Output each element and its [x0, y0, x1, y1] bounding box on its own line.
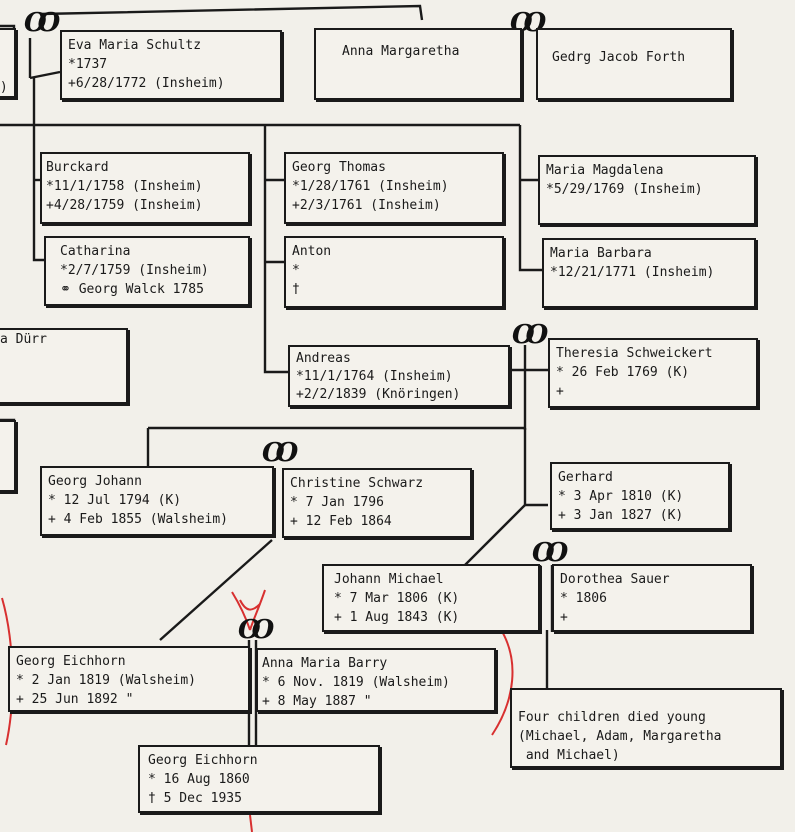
person-box-georg-thomas: Georg Thomas *1/28/1761 (Insheim) +2/3/1…	[284, 152, 504, 224]
person-box-durr: a Dürr	[0, 328, 128, 404]
person-box-maria-barbara: Maria Barbara *12/21/1771 (Insheim)	[542, 238, 756, 308]
person-box-andreas: Andreas *11/1/1764 (Insheim) +2/2/1839 (…	[288, 345, 510, 407]
person-box-anna-margaretha: Anna Margaretha	[314, 28, 522, 100]
marriage-symbol: OO	[238, 615, 274, 645]
person-box-catharina: Catharina *2/7/1759 (Insheim) ⚭ Georg Wa…	[44, 236, 250, 306]
person-box-maria-magdalena: Maria Magdalena *5/29/1769 (Insheim)	[538, 155, 756, 225]
note-box-four-children: Four children died young (Michael, Adam,…	[510, 688, 782, 768]
person-box-eva-maria-schultz: Eva Maria Schultz *1737 +6/28/1772 (Insh…	[60, 30, 282, 100]
person-box-gerhard: Gerhard * 3 Apr 1810 (K) + 3 Jan 1827 (K…	[550, 462, 730, 530]
person-box-anton: Anton * †	[284, 236, 504, 308]
person-box-burckard: Burckard *11/1/1758 (Insheim) +4/28/1759…	[40, 152, 250, 224]
person-box-johann-michael: Johann Michael * 7 Mar 1806 (K) + 1 Aug …	[322, 564, 540, 632]
person-box-left-edge	[0, 420, 16, 492]
person-box-georg-eichhorn-1819: Georg Eichhorn * 2 Jan 1819 (Walsheim) +…	[8, 646, 250, 712]
person-box-georg-johann: Georg Johann * 12 Jul 1794 (K) + 4 Feb 1…	[40, 466, 274, 536]
person-box-partial-left: m)	[0, 28, 16, 98]
person-box-christine-schwarz: Christine Schwarz * 7 Jan 1796 + 12 Feb …	[282, 468, 472, 538]
marriage-symbol: OO	[24, 8, 60, 38]
person-box-dorothea-sauer: Dorothea Sauer * 1806 +	[552, 564, 752, 632]
marriage-symbol: OO	[512, 320, 548, 350]
marriage-symbol: OO	[532, 538, 568, 568]
marriage-symbol: OO	[262, 438, 298, 468]
person-box-theresia-schweickert: Theresia Schweickert * 26 Feb 1769 (K) +	[548, 338, 758, 408]
person-box-georg-eichhorn-1860: Georg Eichhorn * 16 Aug 1860 † 5 Dec 193…	[138, 745, 380, 813]
person-box-anna-maria-barry: Anna Maria Barry * 6 Nov. 1819 (Walsheim…	[256, 648, 496, 712]
person-box-georg-jacob-forth: Gedrg Jacob Forth	[536, 28, 732, 100]
